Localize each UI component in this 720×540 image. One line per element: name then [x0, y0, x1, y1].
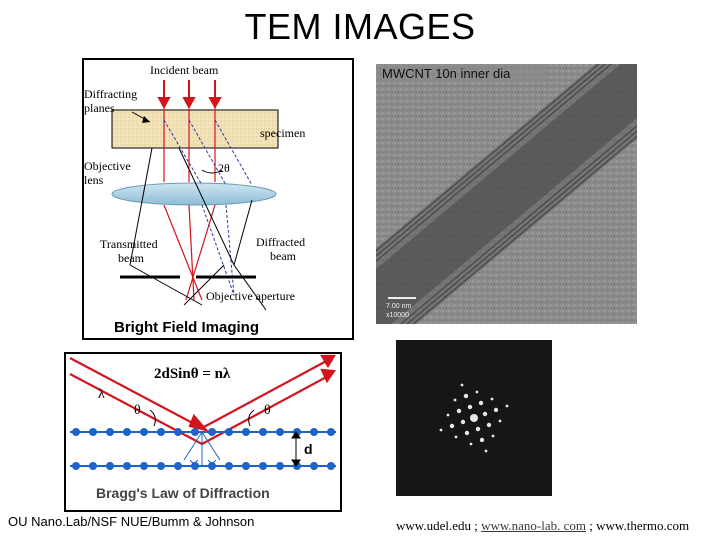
- diffraction-spot: [449, 423, 455, 429]
- lattice-atom: [157, 428, 165, 436]
- label-two-theta: 2θ: [218, 161, 230, 175]
- d-spacing-label: d: [304, 441, 313, 457]
- diffraction-spot: [475, 390, 479, 394]
- lattice-atom: [72, 462, 80, 470]
- label-transmitted-beam-2: beam: [118, 251, 145, 265]
- bragg-law-diagram: 2dSinθ = nλ: [64, 352, 342, 512]
- lattice-atom: [89, 428, 97, 436]
- micrograph-label: MWCNT 10n inner dia: [382, 66, 511, 81]
- lattice-atom: [157, 462, 165, 470]
- diffraction-spot: [484, 449, 488, 453]
- lattice-atom: [242, 462, 250, 470]
- source-credits: www.udel.edu ; www.nano-lab. com ; www.t…: [396, 518, 689, 534]
- diffraction-spot: [439, 428, 443, 432]
- lattice-atom: [276, 428, 284, 436]
- diffraction-spot: [460, 383, 464, 387]
- diffraction-spot: [491, 434, 495, 438]
- lattice-atom: [208, 462, 216, 470]
- scale-bar-mag: x10000: [386, 312, 409, 319]
- lattice-atom: [123, 462, 131, 470]
- bright-field-diagram: Incident beam Diffracting planes specime…: [82, 58, 354, 340]
- lattice-atom: [225, 462, 233, 470]
- lattice-atom: [89, 462, 97, 470]
- diffraction-spot: [479, 437, 485, 443]
- page-title: TEM IMAGES: [244, 6, 476, 47]
- diffraction-spot: [498, 419, 502, 423]
- lattice-atom: [259, 462, 267, 470]
- lattice-atom: [106, 428, 114, 436]
- diffraction-spot: [454, 435, 458, 439]
- lattice-atom: [191, 462, 199, 470]
- nanotube: [376, 64, 637, 324]
- diffraction-spot: [464, 430, 470, 436]
- lattice-atom: [191, 428, 199, 436]
- label-diffracting-planes-2: planes: [84, 101, 115, 115]
- diffraction-spot: [486, 422, 492, 428]
- lattice-atom: [259, 428, 267, 436]
- lattice-atom: [106, 462, 114, 470]
- lattice-atom: [310, 462, 318, 470]
- theta-right-label: θ: [264, 403, 271, 418]
- lattice-rows: [70, 431, 336, 467]
- source-text-1: www.udel.edu ;: [396, 518, 482, 533]
- lattice-atom: [140, 462, 148, 470]
- diffraction-spot: [469, 442, 473, 446]
- lambda-label: λ: [98, 387, 105, 402]
- specimen-slab: [111, 109, 279, 149]
- lattice-atom: [225, 428, 233, 436]
- diffraction-spot: [505, 404, 509, 408]
- diffraction-spot: [482, 411, 488, 417]
- lattice-atom: [276, 462, 284, 470]
- label-incident-beam: Incident beam: [150, 63, 219, 77]
- lattice-atom: [242, 428, 250, 436]
- label-diffracted-beam: Diffracted: [256, 235, 305, 249]
- diffraction-spot: [478, 400, 484, 406]
- diffraction-spot: [456, 408, 462, 414]
- diffraction-spot: [467, 404, 473, 410]
- bragg-equation: 2dSinθ = nλ: [154, 366, 231, 382]
- diffraction-pattern-image: [396, 340, 552, 496]
- bragg-caption: Bragg's Law of Diffraction: [96, 485, 270, 501]
- label-objective-lens: Objective: [84, 159, 131, 173]
- diffraction-spot: [470, 414, 478, 422]
- source-link[interactable]: www.nano-lab. com: [481, 518, 587, 533]
- source-text-2: ; www.thermo.com: [586, 518, 690, 533]
- lattice-atom: [174, 428, 182, 436]
- lattice-atom: [327, 428, 335, 436]
- lattice-atom: [123, 428, 131, 436]
- label-diffracted-beam-2: beam: [270, 249, 297, 263]
- theta-left-label: θ: [134, 403, 141, 418]
- lattice-atom: [327, 462, 335, 470]
- label-objective-lens-2: lens: [84, 173, 104, 187]
- lattice-atom: [140, 428, 148, 436]
- label-specimen: specimen: [260, 126, 305, 140]
- lattice-atom: [174, 462, 182, 470]
- tem-micrograph: MWCNT 10n inner dia 7.00 nm x10000: [376, 64, 637, 324]
- diffraction-spot: [446, 413, 450, 417]
- lattice-atom: [72, 428, 80, 436]
- diffraction-spot: [493, 407, 499, 413]
- objective-lens: [111, 182, 277, 206]
- credit-text: OU Nano.Lab/NSF NUE/Bumm & Johnson: [8, 514, 255, 529]
- label-diffracting-planes: Diffracting: [84, 87, 137, 101]
- lattice-atom: [208, 428, 216, 436]
- scale-bar-label: 7.00 nm: [386, 303, 411, 310]
- diffraction-spot: [453, 398, 457, 402]
- label-objective-aperture: Objective aperture: [206, 289, 295, 303]
- diffraction-spot: [460, 419, 466, 425]
- diffraction-spot: [463, 393, 469, 399]
- bright-field-caption: Bright Field Imaging: [114, 319, 259, 336]
- lattice-atom: [310, 428, 318, 436]
- label-transmitted-beam: Transmitted: [100, 237, 158, 251]
- diffraction-spot: [490, 397, 494, 401]
- diffraction-spot: [475, 426, 481, 432]
